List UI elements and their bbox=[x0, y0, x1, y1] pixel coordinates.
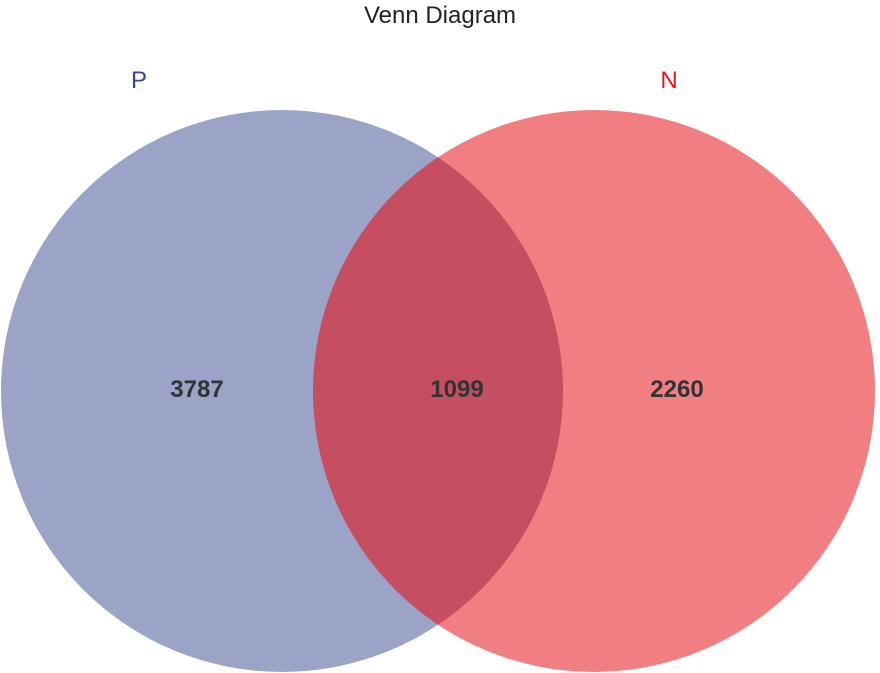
set-p-label: P bbox=[131, 67, 147, 94]
n-only-count: 2260 bbox=[650, 376, 703, 403]
set-n-label: N bbox=[660, 67, 677, 94]
overlap-region bbox=[313, 110, 563, 672]
p-only-count: 3787 bbox=[170, 376, 223, 403]
diagram-title: Venn Diagram bbox=[364, 2, 516, 29]
overlap-count: 1099 bbox=[430, 376, 483, 403]
